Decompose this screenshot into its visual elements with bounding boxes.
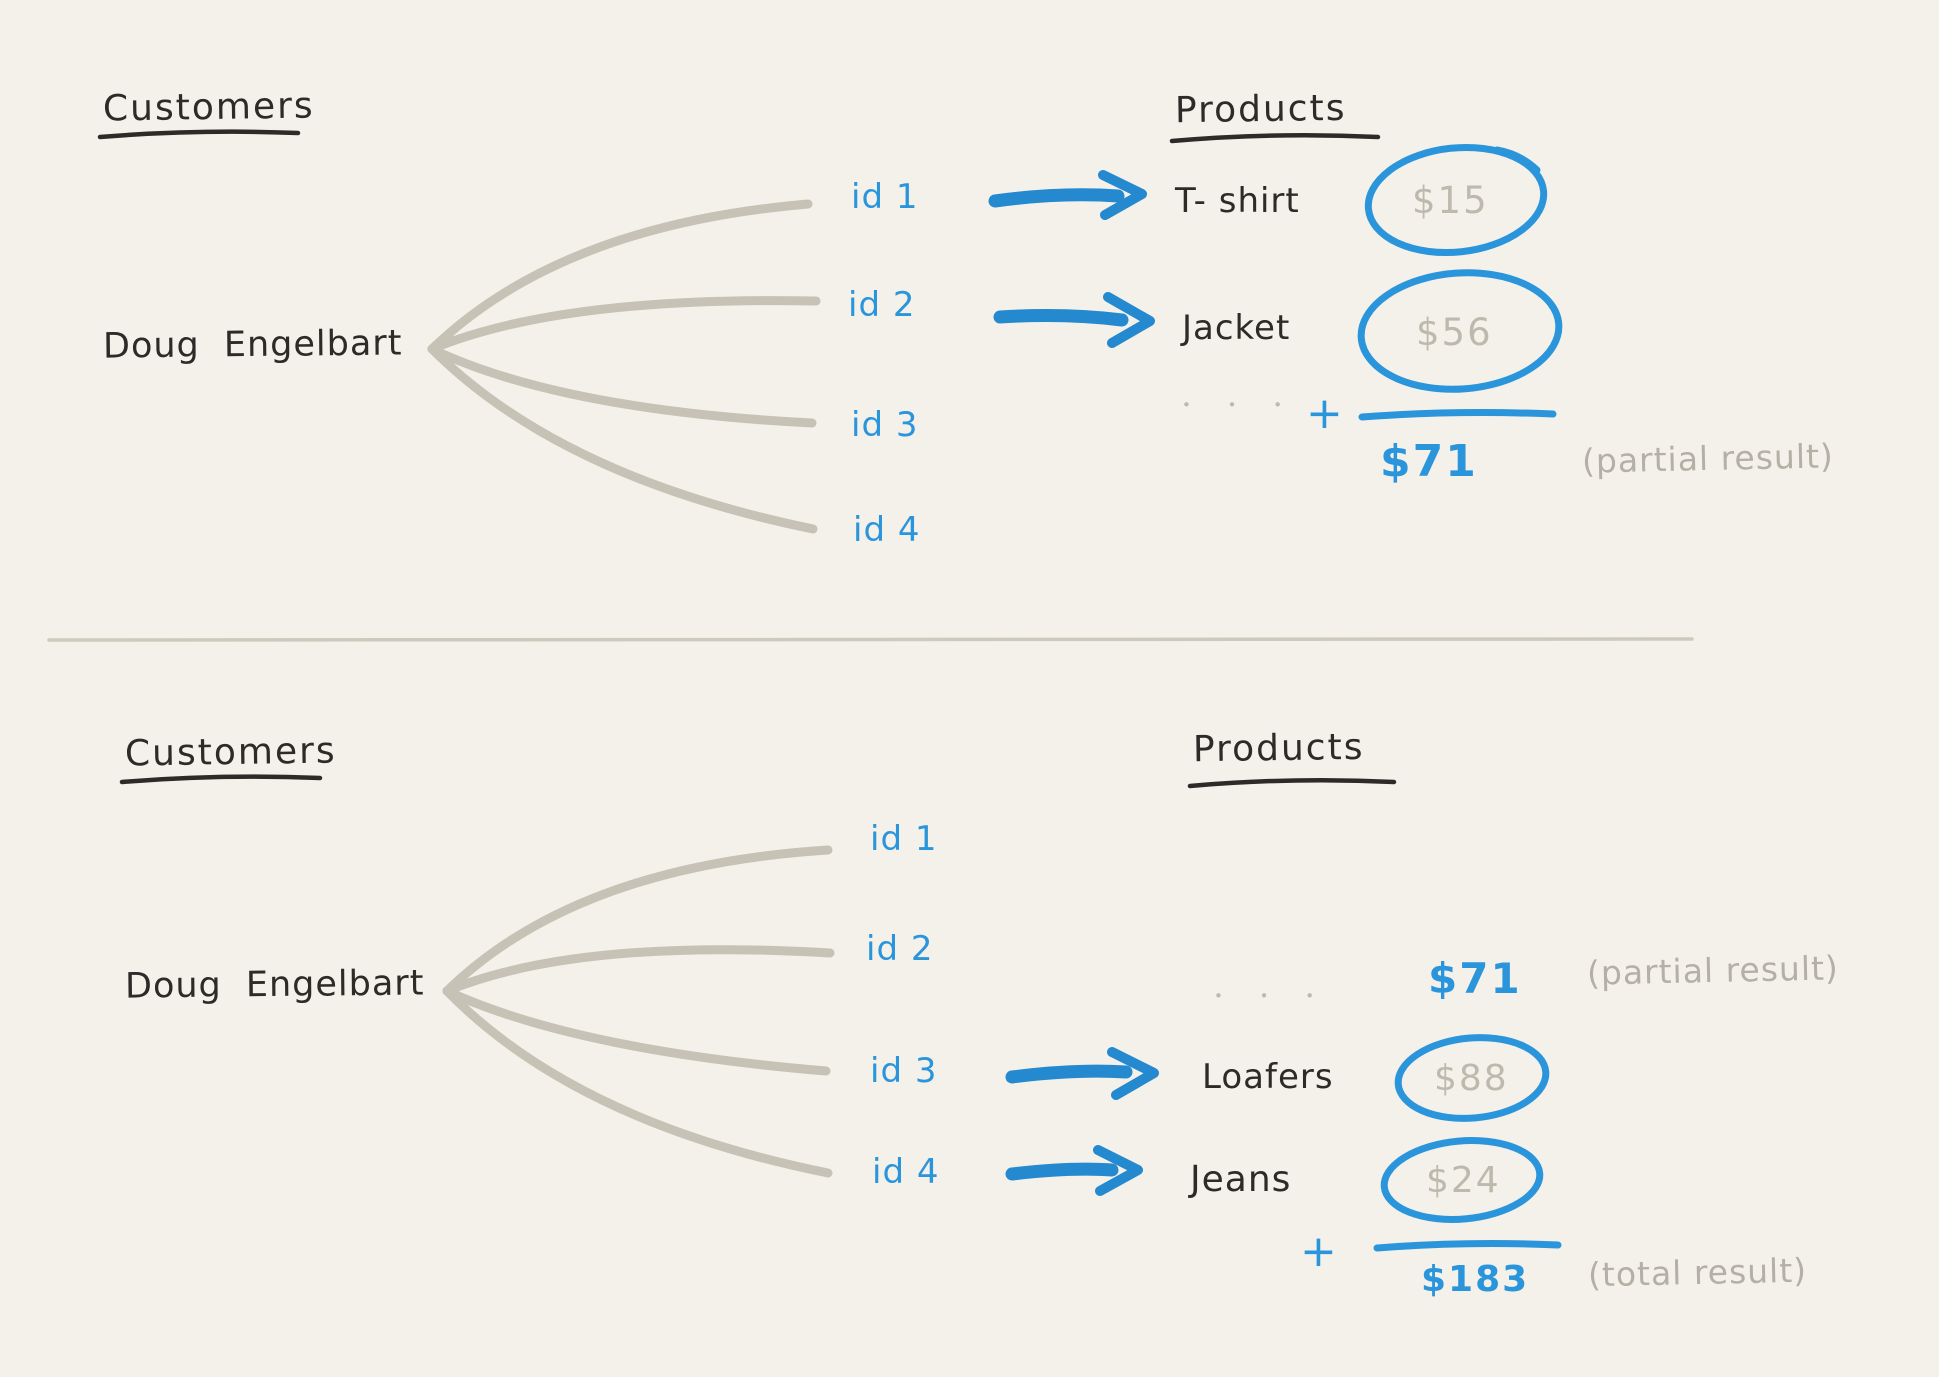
total-sum-value: $183 [1421,1259,1530,1300]
partial-sum-value-top: $71 [1380,436,1478,487]
ellipsis-dots-top: • • • [1182,396,1299,414]
price-circles [1357,143,1563,1223]
id3-label-bottom: id 3 [870,1051,938,1091]
carryover-sum-value: $71 [1428,954,1522,1003]
section-divider-line [47,637,1694,642]
id3-label-top: id 3 [851,405,919,445]
price-circle-15-overlap [1493,146,1541,174]
customers-underline-top [97,129,301,140]
fan-curve-bottom-id3 [442,986,831,1076]
price-circle-56 [1357,269,1563,393]
price-tshirt-value: $15 [1412,179,1489,222]
id1-label-bottom: id 1 [870,819,938,859]
products-title-top: Products [1174,87,1347,132]
customers-underline-bottom [119,774,323,785]
fan-curves-bottom [442,845,835,1178]
customers-title-bottom: Customers [124,730,337,775]
product-loafers-label: Loafers [1202,1057,1334,1097]
arrow-icon-id1-tshirt [988,170,1147,220]
fan-curve-bottom-id1 [442,845,833,996]
fan-curve-bottom-id2 [442,945,835,996]
price-jeans-value: $24 [1426,1160,1501,1201]
arrow-icon-id4-jeans [1005,1145,1143,1196]
price-loafers-value: $88 [1434,1058,1509,1099]
fan-curve-top-id4 [427,344,818,534]
fan-curve-bottom-id4 [442,986,833,1178]
total-result-note: (total result) [1587,1250,1808,1295]
customer-name-top: Doug Engelbart [102,323,403,367]
id2-label-top: id 2 [848,285,916,325]
product-jeans-label: Jeans [1190,1159,1292,1200]
sum-line-top [1358,409,1557,421]
customers-title-top: Customers [102,85,315,130]
plus-sign-bottom: + [1300,1226,1337,1277]
fan-curve-top-id1 [427,199,813,354]
products-title-bottom: Products [1192,726,1365,771]
id4-label-bottom: id 4 [872,1152,940,1192]
mapping-arrows [988,170,1159,1196]
fan-curves-top [427,199,821,534]
product-jacket-label: Jacket [1182,308,1291,348]
product-tshirt-label: T- shirt [1175,181,1300,221]
id1-label-top: id 1 [851,177,919,217]
fan-curve-top-id2 [427,296,821,354]
sum-line-bottom [1373,1240,1562,1252]
price-circle-15 [1364,143,1548,257]
arrow-icon-id3-loafers [1005,1047,1159,1100]
fan-curve-top-id3 [427,344,817,428]
plus-sign-top: + [1306,388,1343,439]
price-jacket-value: $56 [1416,311,1493,354]
products-underline-top [1169,132,1381,144]
partial-result-note-bottom: (partial result) [1586,948,1840,993]
partial-result-note-top: (partial result) [1581,436,1835,481]
price-circle-88 [1394,1034,1550,1122]
id4-label-top: id 4 [853,510,921,550]
price-circle-24 [1380,1137,1544,1223]
customer-name-bottom: Doug Engelbart [124,963,425,1007]
products-underline-bottom [1187,777,1397,789]
arrow-icon-id2-jacket [993,292,1155,348]
ellipsis-dots-bottom: • • • [1214,987,1331,1005]
id2-label-bottom: id 2 [866,929,934,969]
